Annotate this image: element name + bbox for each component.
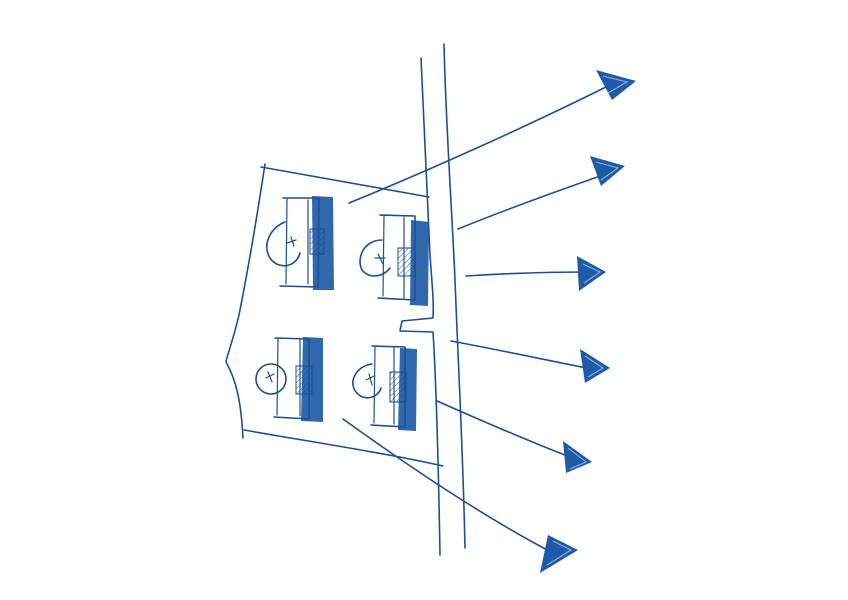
arrow-5 <box>436 400 592 473</box>
arrow-3 <box>465 256 606 291</box>
building-top-right <box>359 214 429 306</box>
building-bottom-right <box>352 345 417 431</box>
road <box>399 43 466 556</box>
arrow-2 <box>457 156 625 230</box>
arrow-4 <box>450 340 610 383</box>
site-boundary <box>225 163 444 467</box>
arrow-1 <box>348 70 636 204</box>
building-top-left <box>266 196 334 290</box>
arrow-6 <box>342 418 578 573</box>
building-bottom-left <box>255 337 323 422</box>
